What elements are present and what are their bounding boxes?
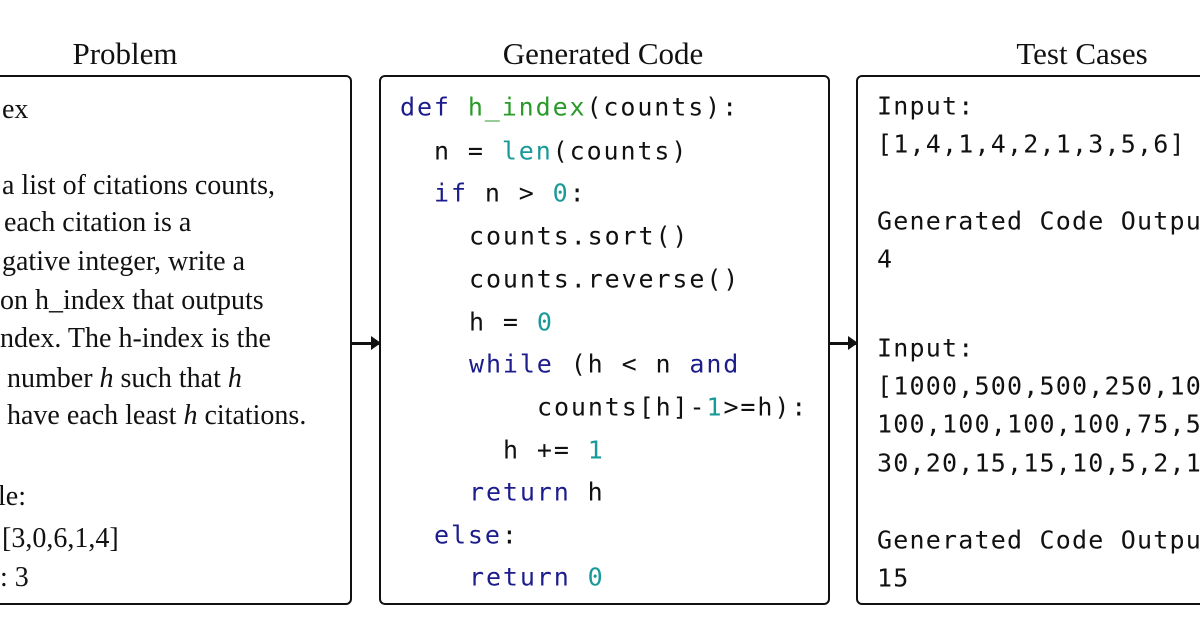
text: >=h):	[723, 392, 809, 422]
function-name: h_index	[467, 92, 587, 122]
problem-title: Problem	[72, 36, 178, 71]
test-input-label: Input:	[877, 333, 975, 363]
text: number	[0, 363, 100, 394]
code-line: counts.reverse()	[469, 264, 741, 294]
test-output-value: 15	[877, 563, 910, 593]
code-box: def h_index(counts): n = len(counts) if …	[379, 75, 830, 605]
number: 1	[706, 392, 724, 422]
test-input-value: [1000,500,500,250,10	[877, 371, 1200, 401]
italic-h: h	[183, 400, 198, 431]
problem-line: le:	[0, 481, 26, 512]
test-cases-title: Test Cases	[1016, 36, 1148, 71]
text: h	[570, 477, 605, 507]
text: (counts):	[586, 92, 740, 122]
text	[451, 93, 468, 122]
code-line: n = len(counts)	[434, 139, 688, 164]
builtin: len	[501, 136, 553, 166]
keyword: while	[469, 349, 554, 379]
test-input-value: 100,100,100,100,75,5	[877, 409, 1200, 439]
generated-code-title: Generated Code	[502, 36, 704, 71]
text: :	[569, 178, 587, 208]
problem-box: ex a list of citations counts, each cita…	[0, 75, 352, 605]
code-line: while (h < n and	[469, 352, 740, 377]
italic-h: h	[227, 363, 242, 394]
text: :	[501, 520, 519, 550]
code-line: counts.sort()	[469, 221, 690, 251]
number: 0	[587, 562, 605, 592]
italic-h: h	[99, 363, 114, 394]
text: (h < n	[553, 349, 690, 379]
test-cases-box: Input: [1,4,1,4,2,1,3,5,6] Generated Cod…	[856, 75, 1200, 605]
number: 1	[587, 435, 605, 465]
keyword: def	[400, 92, 451, 122]
keyword: and	[689, 349, 741, 379]
code-line: return 0	[469, 565, 605, 590]
problem-line: gative integer, write a	[2, 246, 245, 277]
problem-line: have each least h citations.	[0, 402, 306, 430]
arrow-icon	[351, 337, 381, 349]
problem-line: ndex. The h-index is the	[0, 323, 271, 354]
test-input-value: [1,4,1,4,2,1,3,5,6]	[877, 129, 1186, 159]
problem-line: ex	[2, 94, 29, 125]
test-output-value: 4	[877, 244, 894, 274]
code-line: def h_index(counts):	[400, 95, 739, 120]
text: counts[h]-	[537, 392, 707, 422]
text: have each least	[0, 400, 184, 431]
code-line: return h	[469, 480, 605, 505]
text: h =	[469, 307, 537, 337]
code-line: if n > 0:	[434, 181, 587, 206]
text: citations.	[197, 400, 307, 431]
code-line: h += 1	[503, 438, 605, 463]
test-output-label: Generated Code Outpu	[877, 206, 1200, 236]
problem-line: a list of citations counts,	[2, 170, 275, 201]
number: 0	[552, 178, 570, 208]
problem-line: on h_index that outputs	[0, 285, 264, 316]
code-line: else:	[434, 523, 519, 548]
problem-line: each citation is a	[4, 207, 192, 238]
keyword: return	[469, 477, 571, 507]
text: such that	[113, 363, 228, 394]
code-line: h = 0	[469, 310, 554, 335]
problem-line: [3,0,6,1,4]	[2, 523, 119, 554]
problem-line: : 3	[0, 562, 29, 593]
test-input-value: 30,20,15,15,10,5,2,1	[877, 448, 1200, 478]
text: (counts)	[552, 136, 689, 166]
test-input-label: Input:	[877, 91, 975, 121]
text: n >	[467, 178, 553, 208]
text: h +=	[503, 435, 588, 465]
arrow-icon	[830, 337, 858, 349]
text: n =	[434, 136, 502, 166]
keyword: if	[434, 178, 468, 208]
test-output-label: Generated Code Outpu	[877, 525, 1200, 555]
text	[571, 563, 588, 592]
code-line: counts[h]-1>=h):	[537, 395, 808, 420]
keyword: return	[469, 562, 571, 592]
problem-line: number h such that h	[0, 365, 242, 393]
number: 0	[536, 307, 554, 337]
keyword: else	[434, 520, 502, 550]
